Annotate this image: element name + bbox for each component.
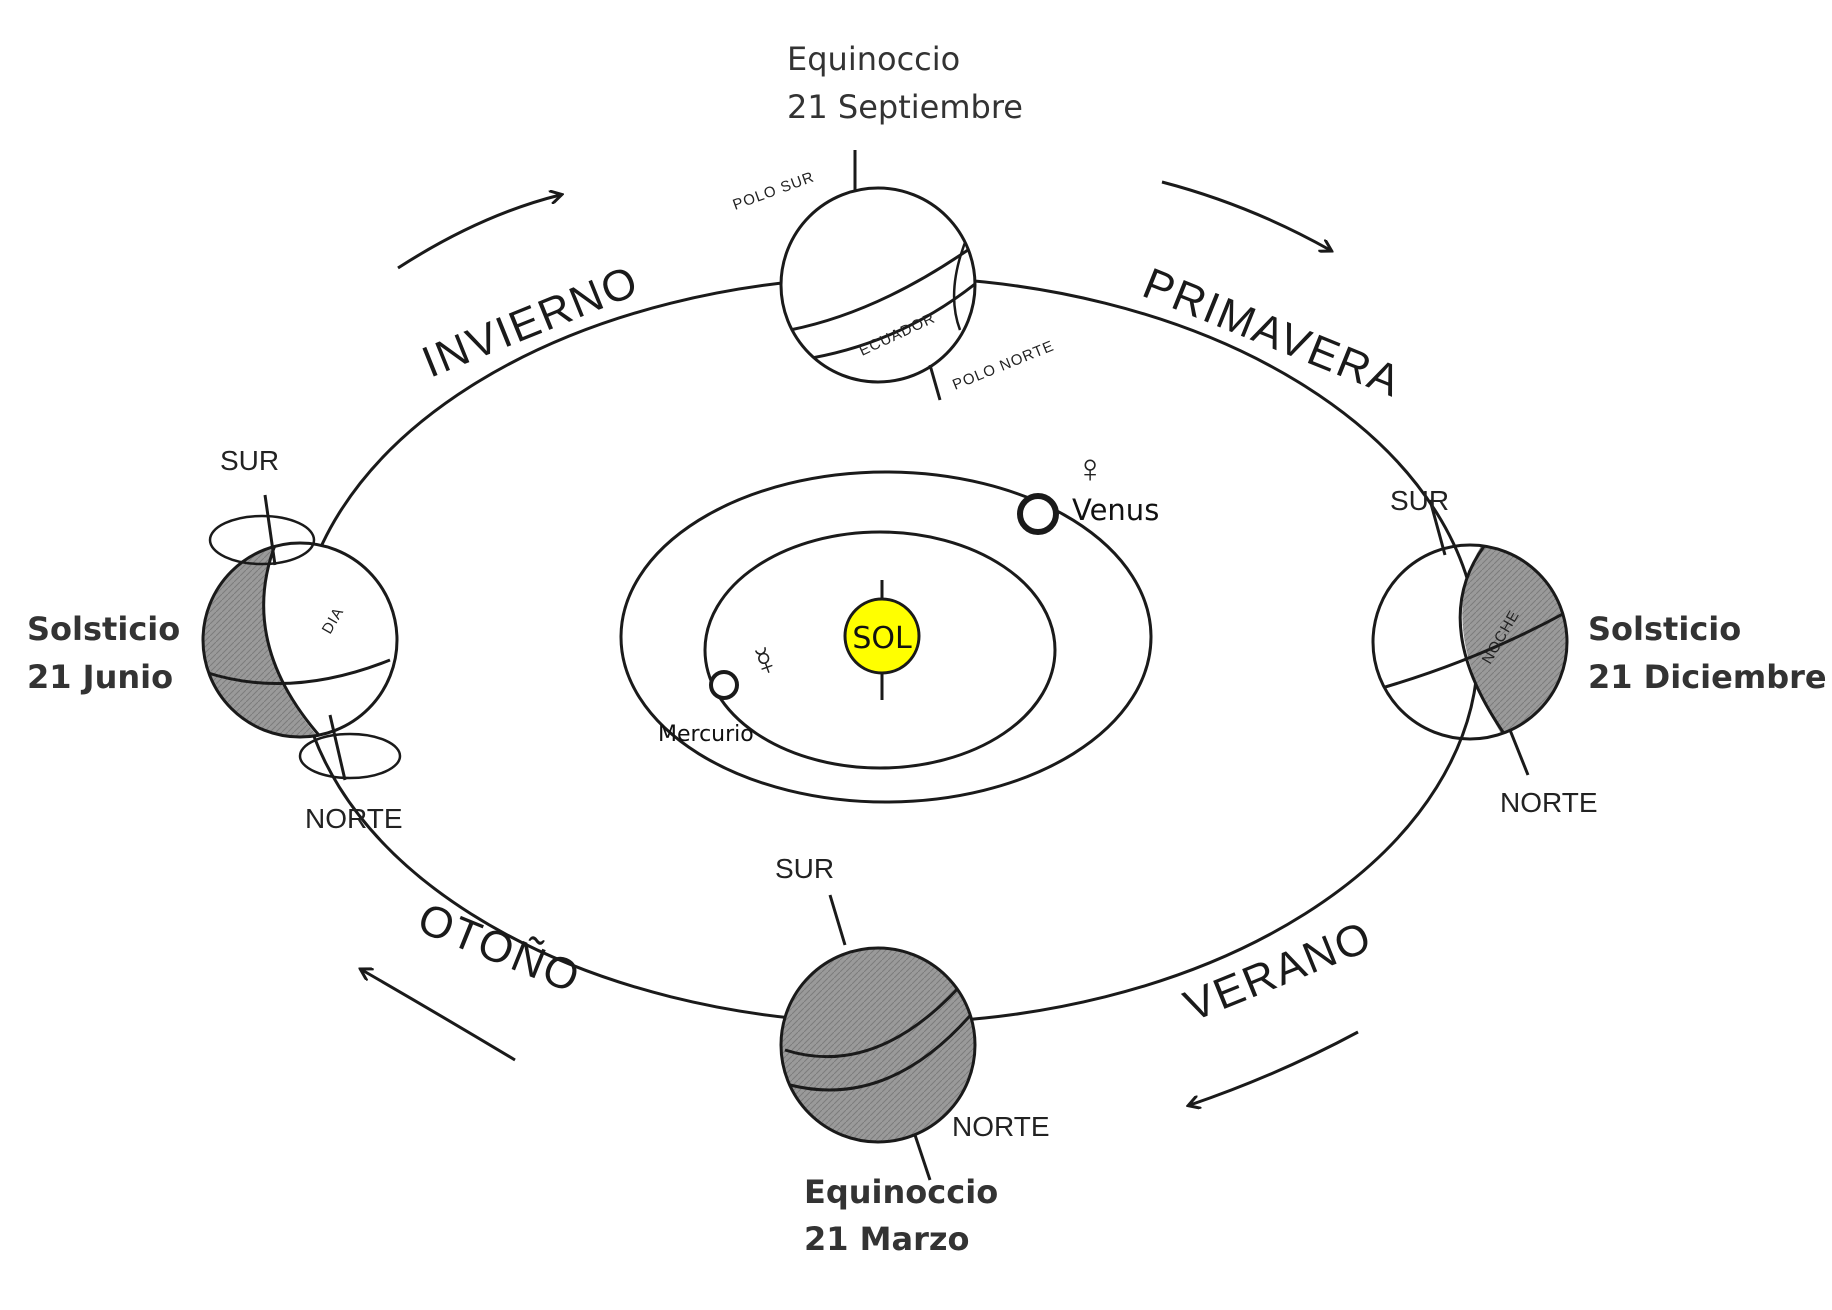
sun: SOL [843,580,921,700]
venus-symbol: ♀ [1075,447,1105,491]
top-north-pole-label: POLO NORTE [950,337,1057,393]
mercury-label: Mercurio [658,722,754,747]
earth-march: SUR NORTE [775,853,1050,1181]
venus-label: Venus [1072,493,1159,527]
event-september-line1: Equinoccio [787,40,960,78]
arrow-autumn [362,970,516,1062]
arrow-summer [1190,1030,1359,1105]
earth-december: SUR NOCHE NORTE [1371,485,1598,818]
sun-label: SOL [852,621,912,656]
left-south-pole-label: SUR [220,445,279,476]
right-north-pole-label: NORTE [1500,787,1598,818]
event-june-line1: Solsticio [27,610,180,648]
bottom-south-pole-label: SUR [775,853,834,884]
venus-planet: ♀ Venus [1017,447,1159,535]
top-south-pole-label: POLO SUR [731,169,817,214]
mercury-planet: ☿ Mercurio [658,636,787,747]
event-march-line1: Equinoccio [804,1173,998,1211]
event-december-line1: Solsticio [1588,610,1741,648]
season-autumn: OTOÑO [411,893,588,1003]
season-spring: PRIMAVERA [1136,259,1408,407]
event-march-line2: 21 Marzo [804,1220,970,1258]
venus-orbit [619,470,1153,804]
right-south-pole-label: SUR [1390,485,1449,516]
mercury-symbol: ☿ [743,636,786,688]
event-september-line2: 21 Septiembre [787,88,1023,126]
event-december-line2: 21 Diciembre [1588,658,1827,696]
arrow-winter [397,195,560,270]
left-north-pole-label: NORTE [305,803,403,834]
arrow-spring [1161,180,1330,250]
earth-september: POLO SUR ECUADOR POLO NORTE [731,150,1057,401]
event-june-line2: 21 Junio [27,658,173,696]
earth-june: SUR DIA NORTE [201,445,403,834]
mercury-orbit [703,530,1057,770]
bottom-north-pole-label: NORTE [952,1111,1050,1142]
